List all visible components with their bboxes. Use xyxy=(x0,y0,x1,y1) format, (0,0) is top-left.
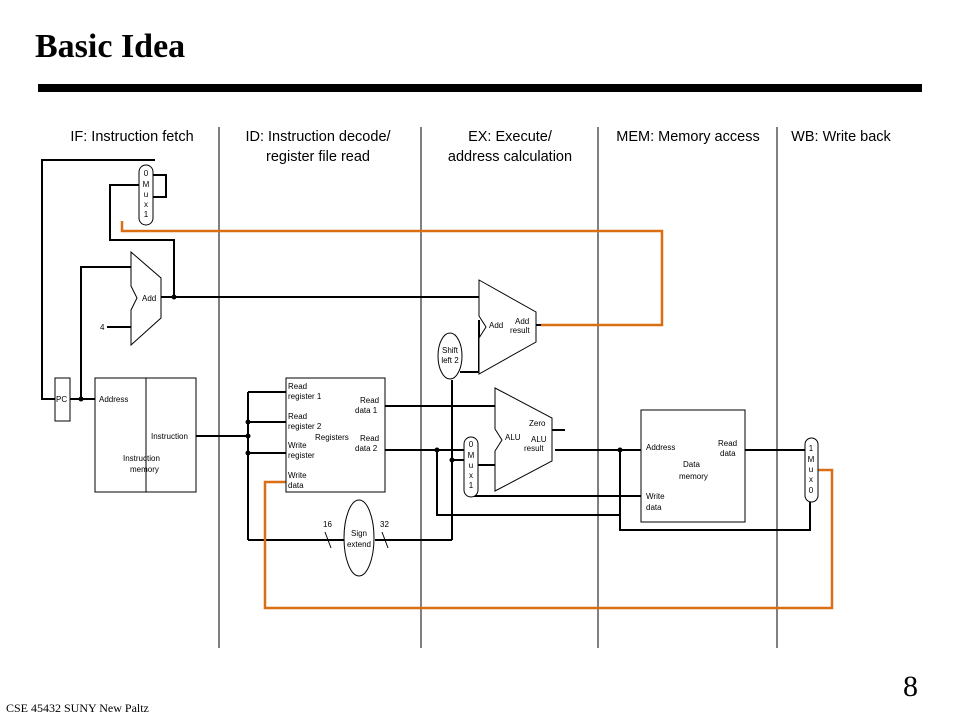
stage-label-ex: EX: Execute/ address calculation xyxy=(425,127,595,167)
shift-left-label-1: Shift xyxy=(442,346,459,355)
shift-left-2-unit xyxy=(437,332,463,380)
mux-top-3: x xyxy=(144,200,148,209)
dmem-write-data-1: Write xyxy=(646,492,665,501)
write-register-b: register xyxy=(288,451,315,460)
branch-adder xyxy=(478,279,537,375)
stage-label-id: ID: Instruction decode/ register file re… xyxy=(228,127,408,167)
alu-source-mux xyxy=(463,436,479,498)
read-register-1-b: register 1 xyxy=(288,392,322,401)
stage-id-line2: register file read xyxy=(266,149,370,165)
imem-address-label: Address xyxy=(99,395,128,404)
feedback-wires xyxy=(120,221,834,610)
pc-label: PC xyxy=(56,395,67,404)
data-memory xyxy=(640,409,746,523)
mux-top-1: M xyxy=(143,180,150,189)
read-data-2-a: Read xyxy=(360,434,379,443)
footer-course: CSE 45432 SUNY New Paltz xyxy=(6,701,149,715)
dmem-name-2: memory xyxy=(679,472,708,481)
dmem-read-data-1: Read xyxy=(718,439,737,448)
title-rule xyxy=(38,84,922,92)
mux-top-2: u xyxy=(144,190,148,199)
branch-adder-result-1: Add xyxy=(515,317,529,326)
read-data-1-b: data 1 xyxy=(355,406,378,415)
read-data-2-b: data 2 xyxy=(355,444,378,453)
alu-label: ALU xyxy=(505,433,521,442)
pc-adder-label: Add xyxy=(142,294,156,303)
register-file xyxy=(285,377,386,493)
stage-ex-line1: EX: Execute/ xyxy=(468,129,552,145)
mux-wb-0: 1 xyxy=(809,444,814,453)
branch-adder-label: Add xyxy=(489,321,503,330)
imem-name-1: Instruction xyxy=(123,454,160,463)
mux-ex-2: u xyxy=(469,461,473,470)
pc-adder xyxy=(130,250,162,347)
mux-wb-3: x xyxy=(809,475,813,484)
sign-extend-unit xyxy=(343,499,375,577)
read-register-2-a: Read xyxy=(288,412,307,421)
stage-ex-line2: address calculation xyxy=(447,149,573,165)
mux-ex-1: M xyxy=(468,451,475,460)
page-number: 8 xyxy=(903,670,918,703)
branch-adder-result-2: result xyxy=(510,326,530,335)
mux-top-4: 1 xyxy=(144,210,149,219)
alu-result-2: result xyxy=(524,444,544,453)
write-register-a: Write xyxy=(288,441,307,450)
sign-extend-2: extend xyxy=(347,540,371,549)
imem-instruction-label: Instruction xyxy=(151,432,188,441)
width-out-label: 32 xyxy=(380,520,389,529)
writeback-mux xyxy=(804,437,819,503)
stage-label-wb: WB: Write back xyxy=(780,127,902,147)
dmem-read-data-2: data xyxy=(720,449,736,458)
mux-wb-4: 0 xyxy=(809,486,814,495)
stage-label-mem: MEM: Memory access xyxy=(603,127,773,147)
stage-mem-line1: MEM: Memory access xyxy=(616,129,760,145)
mux-ex-3: x xyxy=(469,471,473,480)
alu xyxy=(494,387,553,492)
slide-title: Basic Idea xyxy=(35,28,186,65)
stage-wb-line1: WB: Write back xyxy=(791,129,891,145)
pc-register xyxy=(54,377,71,422)
pc-source-mux xyxy=(138,164,154,226)
read-register-1-a: Read xyxy=(288,382,307,391)
stage-if-line1: IF: Instruction fetch xyxy=(70,129,194,145)
mux-ex-4: 1 xyxy=(469,481,474,490)
mux-ex-0: 0 xyxy=(469,440,474,449)
dmem-address-label: Address xyxy=(646,443,675,452)
stage-label-if: IF: Instruction fetch xyxy=(56,127,208,147)
registers-label: Registers xyxy=(315,433,349,442)
zero-label: Zero xyxy=(529,419,546,428)
sign-extend-1: Sign xyxy=(351,529,367,538)
dmem-name-1: Data xyxy=(683,460,700,469)
shift-left-label-2: left 2 xyxy=(441,356,459,365)
write-data-b: data xyxy=(288,481,304,490)
junction-dots xyxy=(78,294,623,463)
constant-four: 4 xyxy=(100,323,105,332)
imem-name-2: memory xyxy=(130,465,159,474)
read-register-2-b: register 2 xyxy=(288,422,322,431)
stage-id-line1: ID: Instruction decode/ xyxy=(245,129,391,145)
alu-result-1: ALU xyxy=(531,435,547,444)
mux-wb-2: u xyxy=(809,465,813,474)
mux-top-0: 0 xyxy=(144,169,149,178)
mux-wb-1: M xyxy=(808,455,815,464)
width-in-label: 16 xyxy=(323,520,332,529)
write-data-a: Write xyxy=(288,471,307,480)
dmem-write-data-2: data xyxy=(646,503,662,512)
read-data-1-a: Read xyxy=(360,396,379,405)
